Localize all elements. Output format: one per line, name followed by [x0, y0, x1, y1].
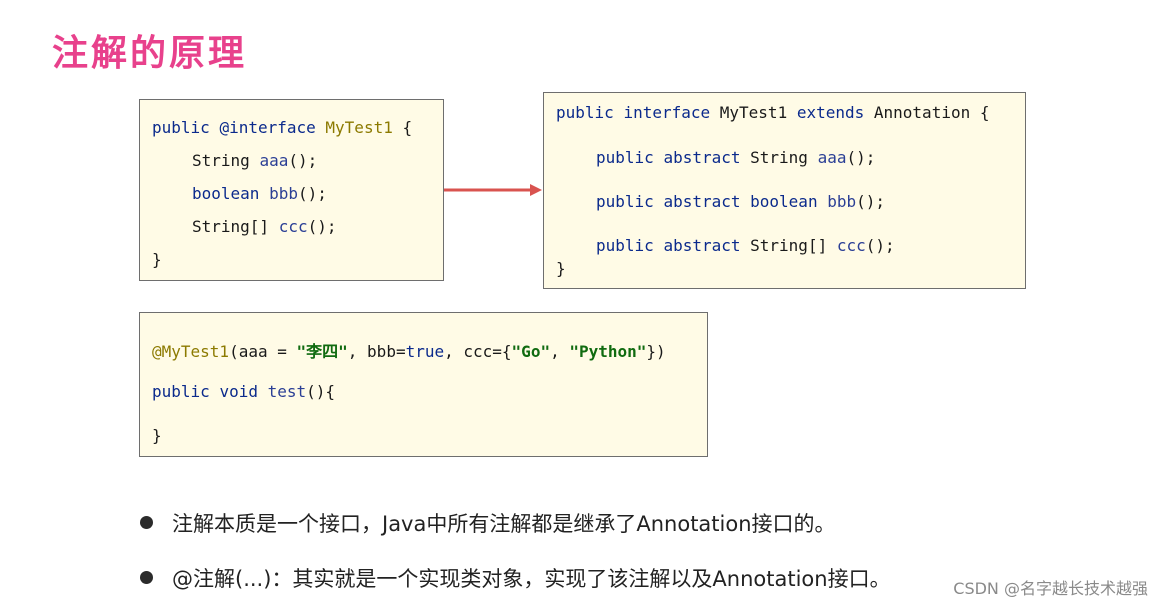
method-name: bbb — [269, 184, 298, 203]
keyword: public — [596, 236, 664, 255]
method-name: ccc — [278, 217, 308, 236]
code-text: (); — [865, 236, 895, 255]
method-name: test — [267, 382, 307, 401]
code-text: , ccc={ — [444, 342, 512, 361]
code-text: { — [392, 118, 413, 137]
code-line: public abstract String[] ccc(); — [556, 236, 895, 255]
keyword: public — [596, 148, 664, 167]
keyword: @interface — [219, 118, 326, 137]
code-line: public abstract String aaa(); — [556, 148, 875, 167]
code-line: } — [152, 250, 162, 269]
code-text: }) — [646, 342, 666, 361]
keyword: abstract — [663, 236, 751, 255]
keyword: interface — [623, 103, 720, 122]
bullet-dot-icon — [140, 516, 153, 529]
method-name: bbb — [827, 192, 857, 211]
code-line: public interface MyTest1 extends Annotat… — [556, 103, 989, 122]
code-line: public void test(){ — [152, 382, 335, 401]
string-literal: "Go" — [511, 342, 551, 361]
slide-title: 注解的原理 — [52, 33, 248, 74]
keyword: public — [556, 103, 624, 122]
code-text: String — [192, 151, 260, 170]
code-text: (); — [288, 151, 318, 170]
method-name: aaa — [259, 151, 289, 170]
code-line: public abstract boolean bbb(); — [556, 192, 885, 211]
code-text: Annotation { — [873, 103, 990, 122]
code-text: , bbb= — [347, 342, 406, 361]
bullet-dot-icon — [140, 571, 153, 584]
keyword: boolean — [192, 184, 270, 203]
code-text: , — [550, 342, 570, 361]
keyword: public — [152, 118, 220, 137]
code-line: String aaa(); — [152, 151, 317, 170]
keyword: boolean — [750, 192, 828, 211]
code-text: (); — [307, 217, 337, 236]
code-text: (); — [846, 148, 876, 167]
annotation-usage-code-box: @MyTest1(aaa = "李四", bbb=true, ccc={"Go"… — [139, 312, 708, 457]
keyword: public — [152, 382, 220, 401]
code-text: (); — [297, 184, 327, 203]
keyword: abstract — [663, 148, 751, 167]
type-name: MyTest1 — [719, 103, 797, 122]
watermark: CSDN @名字越长技术越强 — [951, 575, 1150, 599]
arrow-right-icon — [444, 184, 542, 196]
code-text: String[] — [192, 217, 279, 236]
code-line: } — [152, 426, 162, 445]
string-literal: "Python" — [569, 342, 647, 361]
method-name: ccc — [836, 236, 866, 255]
keyword: void — [219, 382, 268, 401]
code-text: String[] — [750, 236, 837, 255]
code-line: public @interface MyTest1 { — [152, 118, 412, 137]
bullet-text: @注解(...)：其实就是一个实现类对象，实现了该注解以及Annotation接… — [172, 567, 891, 591]
code-text: (aaa = — [229, 342, 297, 361]
code-line: boolean bbb(); — [152, 184, 327, 203]
type-name: MyTest1 — [325, 118, 393, 137]
code-line: } — [556, 259, 566, 278]
keyword: public — [596, 192, 664, 211]
interface-equivalent-code-box: public interface MyTest1 extends Annotat… — [543, 92, 1026, 289]
string-literal: "李四" — [296, 342, 348, 361]
method-name: aaa — [817, 148, 847, 167]
code-text: String — [750, 148, 818, 167]
bullet-text: 注解本质是一个接口，Java中所有注解都是继承了Annotation接口的。 — [172, 512, 836, 536]
code-text: (); — [856, 192, 886, 211]
annotation-name: @MyTest1 — [152, 342, 230, 361]
code-line: @MyTest1(aaa = "李四", bbb=true, ccc={"Go"… — [152, 338, 666, 362]
keyword: abstract — [663, 192, 751, 211]
code-text: (){ — [306, 382, 336, 401]
code-line: String[] ccc(); — [152, 217, 337, 236]
annotation-definition-code-box: public @interface MyTest1 { String aaa()… — [139, 99, 444, 281]
keyword: extends — [796, 103, 874, 122]
keyword: true — [405, 342, 445, 361]
